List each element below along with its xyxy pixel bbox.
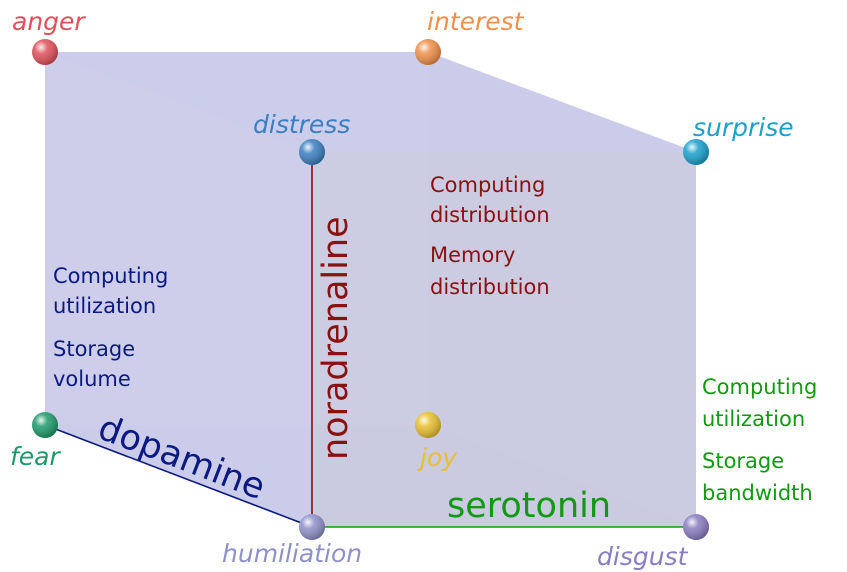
vertex-humiliation — [299, 514, 325, 540]
label-fear: fear — [10, 442, 62, 471]
noradrenaline-metrics: Computing distribution Memory distributi… — [430, 173, 550, 299]
label-distress: distress — [253, 110, 350, 139]
cube-right-face — [428, 52, 696, 527]
cube-top-face — [45, 52, 696, 152]
dopamine-metric-line: utilization — [53, 294, 156, 318]
cube-bottom-face — [45, 425, 696, 527]
serotonin-metric-line: utilization — [702, 407, 805, 431]
vertex-anger — [32, 39, 58, 65]
dopamine-metric-line: volume — [53, 367, 131, 391]
vertex-interest — [415, 39, 441, 65]
label-surprise: surprise — [693, 113, 794, 142]
serotonin-metric-line: Computing — [702, 375, 817, 399]
noradrenaline-metric-line: distribution — [430, 203, 550, 227]
vertex-surprise — [683, 139, 709, 165]
dopamine-metrics: Computing utilization Storage volume — [53, 264, 168, 391]
label-humiliation: humiliation — [222, 539, 362, 568]
label-interest: interest — [427, 7, 525, 36]
dopamine-metric-line: Computing — [53, 264, 168, 288]
noradrenaline-metric-line: distribution — [430, 275, 550, 299]
serotonin-metric-line: bandwidth — [702, 481, 813, 505]
cube-front-face — [312, 152, 696, 527]
dopamine-axis — [44, 424, 313, 528]
cube-left-face — [45, 52, 312, 527]
label-joy: joy — [417, 443, 458, 472]
vertex-distress — [299, 139, 325, 165]
label-noradrenaline: noradrenaline — [316, 216, 356, 460]
serotonin-metrics: Computing utilization Storage bandwidth — [702, 375, 817, 505]
label-disgust: disgust — [597, 542, 689, 571]
cube-back-face — [45, 52, 428, 425]
serotonin-metric-line: Storage — [702, 449, 784, 473]
vertex-disgust — [683, 514, 709, 540]
vertex-joy — [415, 412, 441, 438]
dopamine-metric-line: Storage — [53, 337, 135, 361]
cube — [45, 52, 696, 527]
label-anger: anger — [12, 7, 86, 36]
vertex-fear — [32, 412, 58, 438]
noradrenaline-metric-line: Computing — [430, 173, 545, 197]
noradrenaline-metric-line: Memory — [430, 243, 515, 267]
label-serotonin: serotonin — [447, 486, 611, 526]
